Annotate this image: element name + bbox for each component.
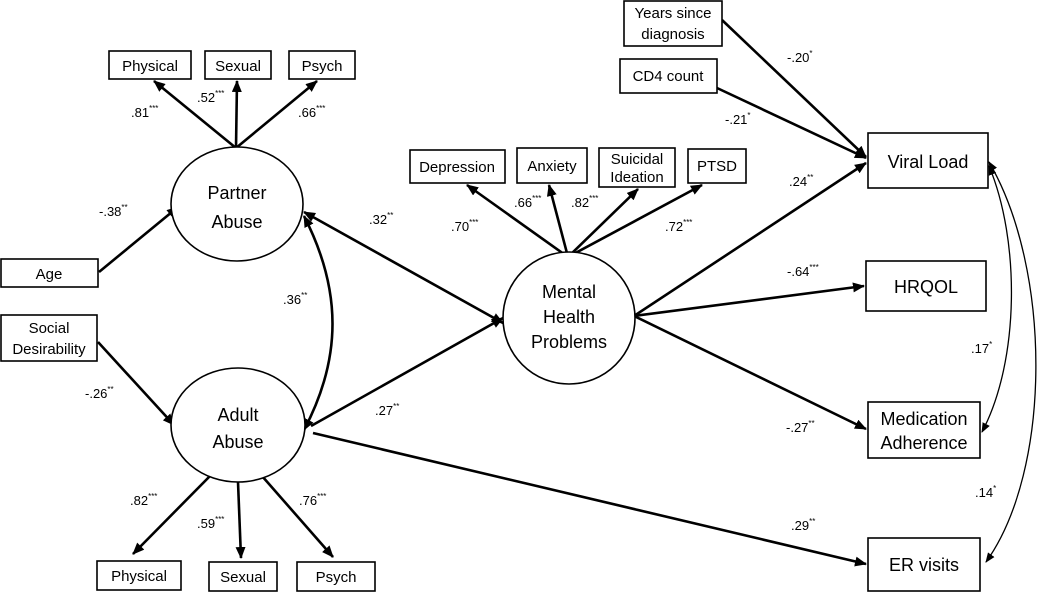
arrow-aa-er bbox=[312, 431, 867, 567]
coef-years-vl: -.20* bbox=[787, 49, 813, 65]
indicator-label: Physical bbox=[122, 58, 178, 75]
coef-mh-vl: .24** bbox=[789, 173, 813, 189]
coef-vl-ma: .17* bbox=[971, 340, 992, 356]
arrow-years-vl bbox=[721, 19, 867, 158]
arrow-aa-mh bbox=[310, 316, 504, 428]
arrow-age-pa bbox=[98, 205, 179, 274]
coef-mh-suicidal: .82*** bbox=[571, 194, 598, 210]
outcome-label: Medication bbox=[880, 409, 967, 429]
arrow-cd4-vl bbox=[716, 86, 867, 160]
arrow-aa-psych bbox=[261, 475, 334, 558]
covariate-label: Age bbox=[36, 266, 63, 283]
latent-partner-abuse: Partner Abuse bbox=[170, 146, 304, 262]
coef-mh-depression: .70*** bbox=[451, 218, 478, 234]
arrow-pa-sexual bbox=[231, 80, 242, 149]
indicator-adult-psych: Psych bbox=[296, 561, 376, 592]
covariate-years-since-diagnosis: Years since diagnosis bbox=[623, 0, 723, 47]
covariate-label: Social bbox=[29, 320, 70, 337]
indicator-adult-physical: Physical bbox=[96, 560, 182, 591]
indicator-label: PTSD bbox=[697, 158, 737, 175]
latent-label: Abuse bbox=[211, 212, 262, 232]
indicator-partner-physical: Physical bbox=[108, 50, 192, 80]
arrow-mh-ma bbox=[633, 314, 867, 431]
paths bbox=[97, 19, 1037, 567]
arrow-pa-physical bbox=[153, 79, 237, 150]
coef-mh-hrqol: -.64*** bbox=[787, 263, 819, 279]
arrow-mh-anxiety bbox=[546, 184, 570, 258]
indicator-ptsd: PTSD bbox=[687, 148, 747, 184]
outcome-viral-load: Viral Load bbox=[867, 132, 989, 189]
covariate-label: CD4 count bbox=[633, 68, 705, 85]
indicator-adult-sexual: Sexual bbox=[208, 561, 278, 592]
coef-aa-physical: .82*** bbox=[130, 492, 157, 508]
arrow-mh-vl bbox=[633, 161, 867, 318]
coef-aa-sexual: .59*** bbox=[197, 515, 224, 531]
outcome-er-visits: ER visits bbox=[867, 537, 981, 592]
indicator-label: Physical bbox=[111, 568, 167, 585]
coef-mh-anxiety: .66*** bbox=[514, 194, 541, 210]
outcome-medication-adherence: Medication Adherence bbox=[867, 401, 981, 459]
arrow-pa-mh bbox=[303, 210, 504, 325]
coef-pa-psych: .66*** bbox=[298, 104, 325, 120]
coef-mh-ma: -.27** bbox=[786, 419, 815, 435]
coef-pa-aa: .36** bbox=[283, 291, 307, 307]
indicator-anxiety: Anxiety bbox=[516, 147, 588, 184]
coef-pa-sexual: .52*** bbox=[197, 89, 224, 105]
arrow-vl-er bbox=[985, 161, 1037, 563]
covariate-label: Years since bbox=[635, 5, 712, 22]
latent-adult-abuse: Adult Abuse bbox=[170, 367, 306, 483]
latent-label: Health bbox=[543, 307, 595, 327]
indicator-label: Psych bbox=[302, 58, 343, 75]
arrow-mh-ptsd bbox=[567, 183, 703, 259]
indicator-label: Sexual bbox=[215, 58, 261, 75]
indicator-label: Depression bbox=[419, 159, 495, 176]
arrow-mh-depression bbox=[466, 183, 569, 259]
latent-label: Problems bbox=[531, 332, 607, 352]
coef-aa-er: .29** bbox=[791, 517, 815, 533]
arrow-pa-psych bbox=[235, 79, 318, 150]
latent-label: Mental bbox=[542, 282, 596, 302]
indicator-suicidal-ideation: Suicidal Ideation bbox=[598, 147, 676, 188]
covariate-cd4-count: CD4 count bbox=[619, 58, 718, 94]
coef-cd4-vl: -.21* bbox=[725, 111, 751, 127]
indicator-depression: Depression bbox=[409, 149, 506, 184]
covariate-social-desirability: Social Desirability bbox=[0, 314, 98, 362]
outcome-label: ER visits bbox=[889, 555, 959, 575]
latent-label: Abuse bbox=[212, 432, 263, 452]
coef-pa-physical: .81*** bbox=[131, 104, 158, 120]
covariate-label: Desirability bbox=[12, 341, 86, 358]
arrow-mh-hrqol bbox=[633, 282, 865, 318]
indicator-label: Psych bbox=[316, 569, 357, 586]
indicator-label: Suicidal bbox=[611, 151, 664, 168]
latent-label: Partner bbox=[207, 183, 266, 203]
coef-aa-mh: .27** bbox=[375, 402, 399, 418]
outcome-hrqol: HRQOL bbox=[865, 260, 987, 312]
arrow-mh-suicidal bbox=[567, 188, 639, 258]
coef-vl-er: .14* bbox=[975, 484, 996, 500]
coef-age-pa: -.38** bbox=[99, 203, 128, 219]
coef-mh-ptsd: .72*** bbox=[665, 218, 692, 234]
covariate-age: Age bbox=[0, 258, 99, 288]
indicator-partner-sexual: Sexual bbox=[204, 50, 272, 80]
outcome-label: Viral Load bbox=[888, 152, 969, 172]
indicator-label: Ideation bbox=[610, 169, 663, 186]
coefficients: .81*** .52*** .66*** -.38** .36** -.26**… bbox=[85, 49, 996, 533]
arrow-aa-sexual bbox=[235, 481, 246, 559]
indicator-partner-psych: Psych bbox=[288, 50, 356, 80]
indicator-label: Anxiety bbox=[527, 158, 577, 175]
coef-pa-mh: .32** bbox=[369, 211, 393, 227]
latent-mental-health: Mental Health Problems bbox=[502, 251, 636, 385]
arrow-aa-physical bbox=[132, 475, 211, 555]
arrow-pa-aa bbox=[302, 215, 334, 431]
latent-label: Adult bbox=[217, 405, 258, 425]
coef-sd-aa: -.26** bbox=[85, 385, 114, 401]
covariate-label: diagnosis bbox=[641, 26, 704, 43]
indicator-label: Sexual bbox=[220, 569, 266, 586]
outcome-label: Adherence bbox=[880, 433, 967, 453]
arrow-sd-aa bbox=[97, 341, 175, 426]
outcome-label: HRQOL bbox=[894, 277, 958, 297]
coef-aa-psych: .76*** bbox=[299, 492, 326, 508]
